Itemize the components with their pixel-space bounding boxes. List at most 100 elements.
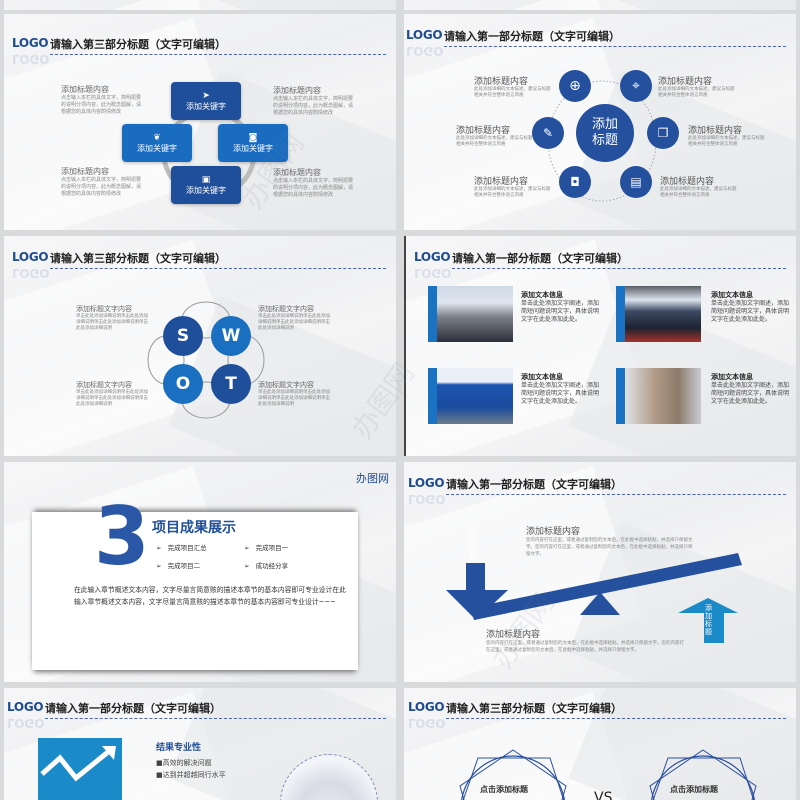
logo: LOGO [12,36,49,50]
logo-reflection: LOGO [408,716,446,730]
slide-photo-cards[interactable]: LOGO LOGO 请输入第一部分标题（文字可编辑） 添加文本信息单击此处添加文… [404,236,796,456]
photo-bank-entrance[interactable] [625,286,701,342]
slide-title[interactable]: 请输入第三部分标题（文字可编辑） [50,38,226,51]
trend-up-icon [40,746,116,782]
keyword-box-bottom[interactable]: ▣添加关键字 [171,166,241,204]
icon-circle-top-right[interactable]: ⌖ [620,70,652,102]
text-block-bottom-left: 添加标题内容点击输入本栏的具体文字，简明扼要的说明分项内容，此为概念图解，请根据… [61,167,142,197]
slide-header: LOGO LOGO 请输入第一部分标题（文字可编辑） [406,24,786,58]
leaf-icon: ❦ [153,132,161,143]
swot-text-s: 添加标题文字内容单击此处添加详细说明单击此处添加详细说明单击此处添加详细说明单击… [76,305,148,331]
section-bullets: ➢ 完成项目汇总 ➢ 完成项目一 ➢ 完成项目二 ➢ 成功经分享 [156,542,316,570]
slide-header: LOGO LOGO 请输入第三部分标题（文字可编辑） [408,696,786,730]
camera-icon: ◙ [248,132,258,143]
slide-header: LOGO LOGO 请输入第一部分标题（文字可编辑） [414,246,786,280]
shopping-bag-icon: ◘ [570,175,580,189]
photo-bank-group[interactable] [437,286,513,342]
center-circle[interactable]: 添加标题 [576,104,634,162]
results-bullet-1: ■高效的解决问题 [156,759,212,767]
dashed-divider [452,268,786,269]
section-body: 在此输入章节概述文本内容，文字尽量言简意赅的描述本章节的基本内容即可专业设计在此… [74,586,346,606]
logo-reflection: LOGO [414,266,452,280]
slide-title[interactable]: 请输入第一部分标题（文字可编辑） [444,30,620,43]
photo-accent-bar [428,286,437,342]
slide-title[interactable]: 请输入第三部分标题（文字可编辑） [50,252,226,265]
slide-header: LOGO LOGO 请输入第一部分标题（文字可编辑） [7,696,386,730]
paper-plane-icon: ➤ [202,90,210,101]
dashed-divider [446,494,786,495]
logo: LOGO [414,250,451,264]
target-icon: ⌖ [632,78,640,94]
photo-bank-building[interactable] [625,368,701,424]
logo-reflection: LOGO [12,266,50,280]
slide-partial-top-right[interactable] [404,0,796,10]
section-heading: 项目成果展示 [152,520,236,536]
logo-reflection: LOGO [7,716,45,730]
item-bottom-right: 添加标题内容此处添加详细的文本描述，建议与标题相关并符合整体语言风格 [660,177,737,198]
icon-circle-left[interactable]: ✎ [532,117,564,149]
keyword-box-right[interactable]: ◙添加关键字 [218,124,288,162]
bullet-item: ➢ 完成项目二 [156,562,201,570]
text-block-bottom-right: 添加标题内容点击输入本栏的具体文字，简明扼要的说明分项内容，此为概念图解，请根据… [273,168,354,198]
slide-title[interactable]: 请输入第一部分标题（文字可编辑） [452,252,628,265]
card-text-4: 添加文本信息单击此处添加文字阐述，添加简短问题说明文字，具体说明文字在此处添加此… [711,373,790,405]
section-card [32,512,358,670]
left-title[interactable]: 点击添加标题 [480,785,528,794]
right-title[interactable]: 点击添加标题 [670,785,718,794]
arrow-up-label[interactable]: 添加标题 [705,604,712,636]
icon-circle-top-left[interactable]: ⊕ [559,70,591,102]
swot-text-o: 添加标题文字内容单击此处添加详细说明单击此处添加详细说明单击此处添加详细说明单击… [76,381,148,407]
bullet-item: ➢ 成功经分享 [244,562,289,570]
slide-vs-comparison[interactable]: LOGO LOGO 请输入第三部分标题（文字可编辑） 点击添加标题 VS 点击添… [404,688,796,800]
icon-circle-bottom-left[interactable]: ◘ [559,166,591,198]
card-text-3: 添加文本信息单击此处添加文字阐述，添加简短问题说明文字，具体说明文字在此处添加此… [521,373,600,405]
item-bottom-left: 添加标题内容此处添加详细的文本描述，建议与标题相关并符合整体语言风格 [474,177,551,198]
notepad-icon: ▤ [630,175,642,189]
keyword-box-left[interactable]: ❦添加关键字 [122,124,192,162]
photo-accent-bar [428,368,437,424]
slide-partial-top-left[interactable] [4,0,396,10]
swot-t[interactable]: T [211,364,251,404]
star-frame-right [649,749,757,800]
bottom-text-block: 添加标题内容您的内容打在这里，或者通过复制您的文本后，在此框中选择粘贴，并选择只… [486,630,684,653]
photo-accent-bar [616,286,625,342]
copy-icon: ❐ [657,126,669,140]
arrow-down-label[interactable]: 添加标题 [469,528,476,560]
icon-circle-right[interactable]: ❐ [647,117,679,149]
swot-text-w: 添加标题文字内容单击此处添加详细说明单击此处添加详细说明单击此处添加详细说明单击… [258,305,330,331]
team-photo-circle[interactable] [280,754,378,800]
logo-reflection: LOGO [406,44,444,58]
logo: LOGO [408,476,445,490]
slide-header: LOGO LOGO 请输入第三部分标题（文字可编辑） [12,246,386,280]
slide-title[interactable]: 请输入第一部分标题（文字可编辑） [45,702,221,715]
slide-swot[interactable]: LOGO LOGO 请输入第三部分标题（文字可编辑） S W O T 添加标题文… [4,236,396,456]
logo: LOGO [406,28,443,42]
logo: LOGO [7,700,44,714]
swot-petals [147,301,265,419]
item-left: 添加标题内容此处添加详细的文本描述，建议与标题相关并符合整体语言风格 [456,126,533,147]
slide-results[interactable]: LOGO LOGO 请输入第一部分标题（文字可编辑） 结果专业性 ■高效的解决问… [4,688,396,800]
swot-s[interactable]: S [163,316,203,356]
photo-bank-booth[interactable] [437,368,513,424]
keyword-box-top[interactable]: ➤添加关键字 [171,82,241,120]
dashed-divider [446,718,786,719]
bullet-item: ➢ 完成项目一 [244,544,289,552]
slide-section-3[interactable]: 办图网 3 项目成果展示 ➢ 完成项目汇总 ➢ 完成项目一 ➢ 完成项目二 ➢ … [4,462,396,682]
slide-header: LOGO LOGO 请输入第三部分标题（文字可编辑） [12,32,386,66]
seesaw-graphic [446,553,742,643]
logo: LOGO [12,250,49,264]
slide-radial-icons[interactable]: LOGO LOGO 请输入第一部分标题（文字可编辑） 添加标题 ⊕ ⌖ ✎ ❐ … [404,14,796,230]
swot-o[interactable]: O [163,364,203,404]
slide-cycle-keywords[interactable]: LOGO LOGO 请输入第三部分标题（文字可编辑） ➤添加关键字 ❦添加关键字… [4,14,396,230]
slide-seesaw[interactable]: LOGO LOGO 请输入第一部分标题（文字可编辑） 添加标题 添加标题 添加标… [404,462,796,682]
top-text-block: 添加标题内容您的内容打在这里，或者通过复制您的文本后，在此框中选择粘贴，并选择只… [526,527,693,557]
results-bullet-2: ■达到并超越同行水平 [156,771,226,779]
swot-w[interactable]: W [211,316,251,356]
icon-circle-bottom-right[interactable]: ▤ [620,166,652,198]
dashed-divider [50,54,386,55]
results-heading: 结果专业性 [156,743,202,753]
slide-title[interactable]: 请输入第一部分标题（文字可编辑） [446,478,622,491]
slide-header: LOGO LOGO 请输入第一部分标题（文字可编辑） [408,472,786,506]
logo-reflection: LOGO [408,492,446,506]
slide-title[interactable]: 请输入第三部分标题（文字可编辑） [446,702,622,715]
